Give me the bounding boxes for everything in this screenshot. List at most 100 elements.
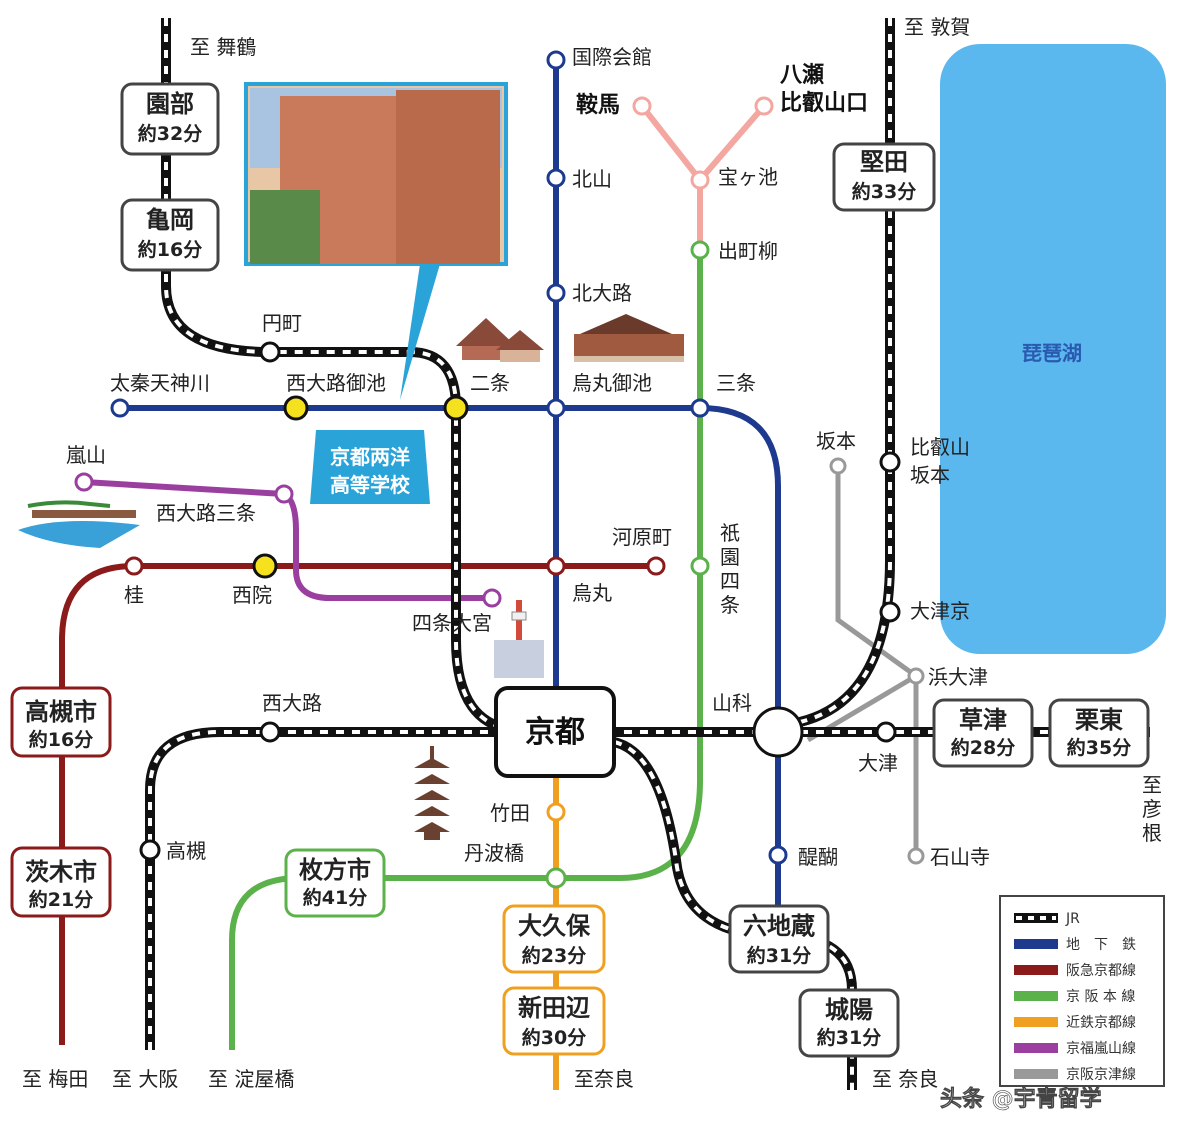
legend-label-kintetsu: 近鉄京都線 bbox=[1066, 1015, 1136, 1031]
label-nijo: 二条 bbox=[470, 371, 510, 395]
station-hieizan-sakamoto bbox=[879, 451, 901, 473]
box-sonobe-name: 園部 bbox=[146, 90, 194, 118]
label-takaragaike: 宝ヶ池 bbox=[718, 165, 778, 189]
label-hieizan-sakamoto-1: 比叡山 bbox=[910, 435, 970, 459]
box-ibaraki-shi-time: 約21分 bbox=[29, 888, 93, 911]
dir-hikone-2: 彦 bbox=[1142, 797, 1162, 821]
box-katata-name: 堅田 bbox=[860, 148, 908, 176]
station-nijo bbox=[443, 395, 469, 421]
dir-umeda: 至 梅田 bbox=[22, 1067, 88, 1091]
box-shintanabe-name: 新田辺 bbox=[518, 994, 590, 1022]
school-label-2: 高等学校 bbox=[330, 473, 411, 497]
box-kusatsu-name: 草津 bbox=[959, 706, 1007, 734]
legend-label-keihan: 京 阪 本 線 bbox=[1066, 989, 1135, 1005]
labels: 至 舞鶴 至 敦賀 至 梅田 至 大阪 至 淀屋橋 至奈良 至 奈良 国際会館 … bbox=[22, 15, 1162, 1091]
station-kawaramachi bbox=[646, 556, 666, 576]
station-karasuma bbox=[546, 556, 566, 576]
label-shijo-omiya: 四条大宮 bbox=[412, 611, 492, 635]
station-nishioji-oike bbox=[283, 395, 309, 421]
box-okubo-time: 約23分 bbox=[522, 944, 586, 967]
station-nishioji bbox=[259, 721, 281, 743]
legend-label-jr: JR bbox=[1065, 911, 1080, 927]
station-enmachi bbox=[259, 341, 281, 363]
label-yamashina: 山科 bbox=[712, 691, 752, 715]
label-katsura: 桂 bbox=[124, 583, 144, 607]
togetsukyo-icon bbox=[18, 500, 140, 548]
label-nishioji-oike: 西大路御池 bbox=[286, 371, 386, 395]
station-tanbabashi bbox=[545, 867, 567, 889]
label-enmachi: 円町 bbox=[262, 311, 302, 335]
jr-lines bbox=[145, 18, 1150, 1090]
station-karasuma-oike bbox=[546, 398, 566, 418]
station-sakamoto bbox=[829, 457, 847, 475]
legend-row-subway: 地 下 鉄 bbox=[1014, 937, 1136, 953]
dir-osaka: 至 大阪 bbox=[112, 1067, 178, 1091]
legend-row-keishin: 京阪京津線 bbox=[1014, 1067, 1136, 1083]
box-kameoka-name: 亀岡 bbox=[146, 206, 194, 234]
label-demachi: 出町柳 bbox=[718, 239, 778, 263]
station-gion bbox=[690, 556, 710, 576]
label-gion-2: 園 bbox=[720, 545, 740, 569]
label-hieizan-sakamoto-2: 坂本 bbox=[910, 463, 950, 487]
station-daigo bbox=[768, 845, 788, 865]
station-yase bbox=[754, 96, 774, 116]
label-otsukyo: 大津京 bbox=[910, 599, 970, 623]
label-otsu: 大津 bbox=[858, 751, 898, 775]
legend-row-randen: 京福嵐山線 bbox=[1014, 1041, 1136, 1057]
dir-hikone-1: 至 bbox=[1142, 773, 1162, 797]
station-uzumasa bbox=[110, 398, 130, 418]
station-otsu bbox=[875, 721, 897, 743]
school-label-1: 京都两洋 bbox=[330, 445, 410, 469]
box-hirakata-shi-time: 約41分 bbox=[303, 886, 367, 909]
label-takatsuki: 高槻 bbox=[166, 839, 206, 863]
box-ritto-time: 約35分 bbox=[1067, 736, 1131, 759]
station-saiin bbox=[252, 553, 278, 579]
label-kawaramachi: 河原町 bbox=[612, 525, 672, 549]
imperial-palace-icon bbox=[574, 314, 684, 362]
station-kokusai bbox=[546, 50, 566, 70]
label-gion-1: 祇 bbox=[720, 521, 740, 545]
legend-row-hankyu: 阪急京都線 bbox=[1014, 963, 1136, 979]
station-kitayama bbox=[546, 168, 566, 188]
legend-label-subway: 地 下 鉄 bbox=[1066, 937, 1136, 953]
legend-label-randen: 京福嵐山線 bbox=[1066, 1041, 1136, 1057]
label-kurama: 鞍馬 bbox=[576, 92, 620, 118]
box-takatsuki-shi-time: 約16分 bbox=[29, 728, 93, 751]
legend-row-jr: JR bbox=[1014, 911, 1080, 927]
box-joyo-name: 城陽 bbox=[825, 996, 873, 1024]
station-kitaoji bbox=[546, 283, 566, 303]
lake-label: 琵琶湖 bbox=[1022, 341, 1082, 365]
keihan-line bbox=[229, 250, 703, 1050]
nijo-castle-icon bbox=[456, 318, 544, 362]
station-takatsuki bbox=[139, 839, 161, 861]
label-uzumasa: 太秦天神川 bbox=[110, 371, 210, 395]
station-nishioji-sanjo bbox=[274, 484, 294, 504]
boxed-stations bbox=[10, 82, 1150, 1058]
label-tanbabashi: 丹波橋 bbox=[464, 841, 524, 865]
box-takatsuki-shi-name: 高槻市 bbox=[25, 698, 97, 726]
label-sakamoto: 坂本 bbox=[816, 429, 856, 453]
station-takeda bbox=[546, 802, 566, 822]
label-gion-4: 条 bbox=[720, 593, 740, 617]
dir-tsuruga: 至 敦賀 bbox=[904, 15, 970, 39]
watermark: 头条 @宇青留学 bbox=[940, 1086, 1102, 1112]
station-sanjo bbox=[690, 398, 710, 418]
kyoto-tower-icon bbox=[494, 600, 544, 678]
label-saiin: 西院 bbox=[232, 583, 272, 607]
station-takaragaike bbox=[690, 170, 710, 190]
dir-yodoyabashi: 至 淀屋橋 bbox=[208, 1067, 294, 1091]
box-okubo-name: 大久保 bbox=[518, 912, 591, 940]
label-yase-1: 八瀬 bbox=[780, 63, 824, 88]
toji-pagoda-icon bbox=[414, 746, 450, 840]
label-takeda: 竹田 bbox=[490, 801, 530, 825]
box-sonobe-time: 約32分 bbox=[138, 122, 202, 145]
label-kitayama: 北山 bbox=[572, 167, 612, 191]
label-nishioji: 西大路 bbox=[262, 691, 322, 715]
label-arashiyama: 嵐山 bbox=[66, 443, 106, 467]
station-yamashina bbox=[752, 706, 804, 758]
station-hamaotsu bbox=[907, 667, 925, 685]
legend-row-kintetsu: 近鉄京都線 bbox=[1014, 1015, 1136, 1031]
keishin-line bbox=[806, 466, 919, 856]
label-hamaotsu: 浜大津 bbox=[928, 665, 988, 689]
